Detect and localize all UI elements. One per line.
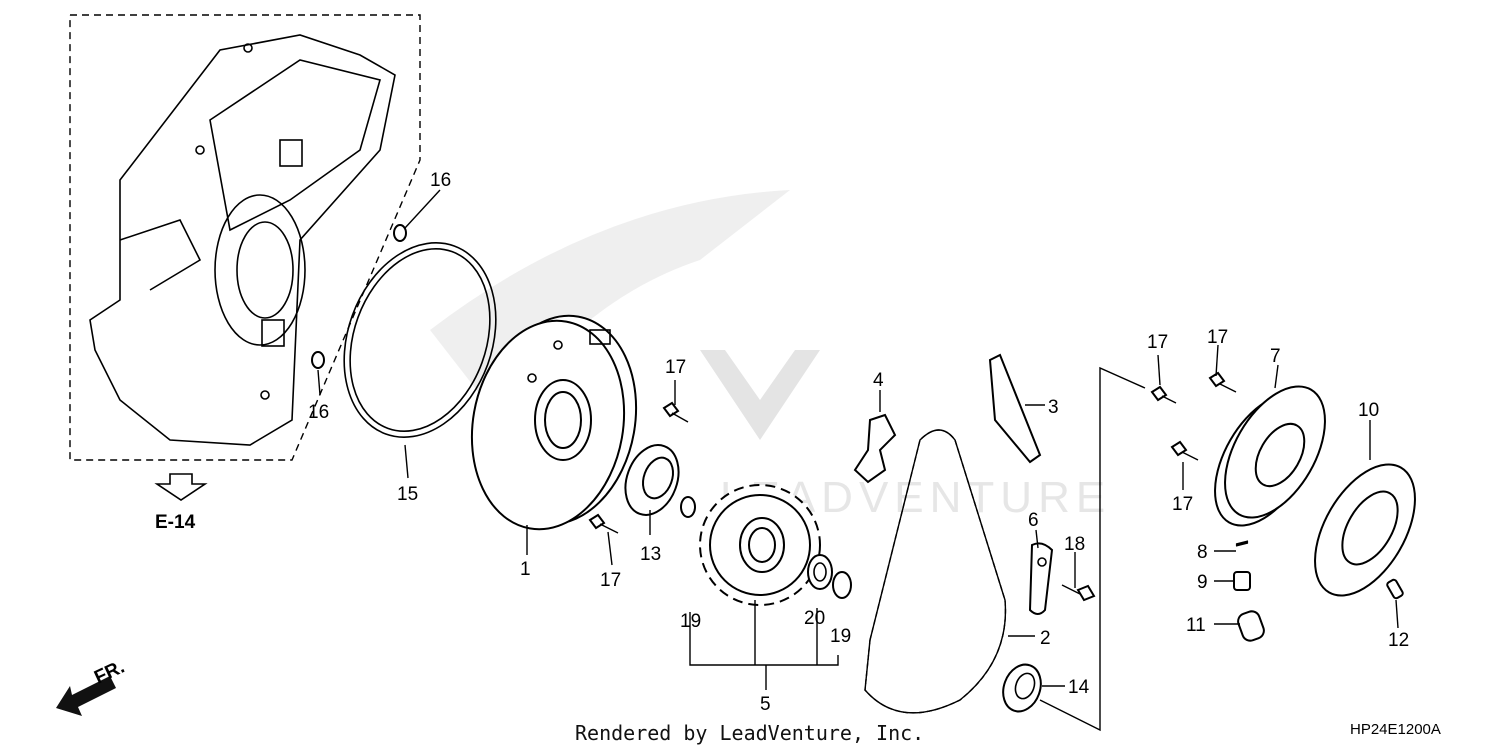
callout-11: 11 — [1186, 615, 1206, 636]
bolt — [1150, 385, 1177, 404]
tensioner-slipper — [853, 413, 897, 484]
callout-14: 14 — [1068, 677, 1090, 698]
callout-7: 7 — [1270, 346, 1281, 367]
callout-19-right: 19 — [830, 626, 851, 647]
spring — [1235, 540, 1249, 547]
callout-15: 15 — [397, 484, 418, 505]
oil-seal-small — [1002, 663, 1042, 713]
front-direction-arrow: FR. — [56, 657, 128, 716]
crankcase-reference — [69, 14, 421, 461]
roller — [1237, 610, 1265, 642]
o-ring — [343, 242, 497, 438]
bolt — [1170, 440, 1199, 461]
reference-label: E-14 — [155, 512, 196, 533]
bolt — [1208, 371, 1237, 393]
drive-plate — [1314, 463, 1416, 597]
callout-6: 6 — [1028, 510, 1039, 531]
rotor — [1214, 385, 1326, 527]
callout-3: 3 — [1048, 397, 1059, 418]
callout-13: 13 — [640, 544, 661, 565]
reference-arrow — [154, 473, 208, 501]
callout-12: 12 — [1388, 630, 1409, 651]
chain — [864, 429, 1007, 714]
callout-17-right-a: 17 — [1147, 332, 1168, 353]
washer-bottom — [311, 351, 325, 369]
leader-lines — [317, 189, 1399, 732]
callout-17-right-c: 17 — [1172, 494, 1193, 515]
chain-guide — [988, 353, 1042, 464]
callout-5: 5 — [760, 694, 771, 715]
callout-20: 20 — [804, 608, 825, 629]
callout-2: 2 — [1040, 628, 1051, 649]
bolt — [662, 401, 689, 423]
tensioner-plate — [1028, 542, 1054, 615]
callouts: 1 2 3 4 5 6 7 8 9 10 11 12 13 14 15 16 1… — [308, 170, 1409, 715]
callout-1: 1 — [520, 559, 531, 580]
footer-credit: Rendered by LeadVenture, Inc. — [575, 721, 924, 745]
sprocket — [699, 484, 821, 606]
callout-16-bottom: 16 — [308, 402, 329, 423]
oil-seal — [624, 444, 680, 516]
washer-top — [393, 224, 407, 242]
circlip — [680, 496, 696, 518]
case-cover — [470, 314, 638, 531]
callout-9: 9 — [1197, 572, 1208, 593]
plunger — [1233, 571, 1251, 591]
callout-17-lower: 17 — [600, 570, 621, 591]
needle-bearing — [807, 554, 833, 590]
bolt — [588, 513, 619, 534]
flange-bolt — [1061, 584, 1096, 602]
callout-16-top: 16 — [430, 170, 451, 191]
pin — [1386, 578, 1404, 600]
callout-17-right-b: 17 — [1207, 327, 1228, 348]
callout-19-left: 19 — [680, 611, 701, 632]
callout-18: 18 — [1064, 534, 1085, 555]
callout-10: 10 — [1358, 400, 1379, 421]
diagram-code: HP24E1200A — [1350, 721, 1441, 738]
callout-17-cover: 17 — [665, 357, 686, 378]
callout-8: 8 — [1197, 542, 1208, 563]
callout-4: 4 — [873, 370, 884, 391]
circlip — [832, 571, 852, 599]
